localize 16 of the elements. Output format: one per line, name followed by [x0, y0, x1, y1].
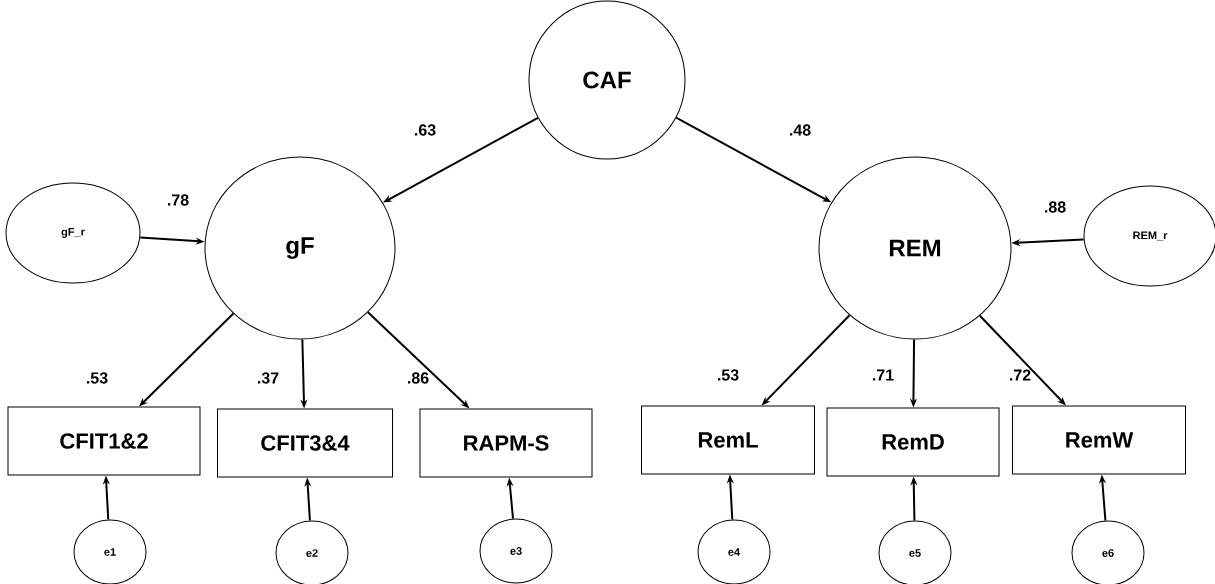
edge-label: .72: [1009, 369, 1031, 381]
indicator-box: RemL: [641, 405, 815, 475]
indicator-box: RAPM-S: [419, 408, 593, 478]
edge-label: .53: [717, 369, 739, 381]
edge-label: .78: [167, 194, 189, 206]
indicator-box: CFIT1&2: [7, 406, 201, 476]
edge-label: .63: [414, 124, 436, 136]
edge-label: .53: [86, 372, 108, 384]
indicator-box: CFIT3&4: [217, 408, 393, 478]
edge-label: .86: [407, 372, 429, 384]
edge-label: .37: [257, 372, 279, 384]
edge-label: .71: [872, 369, 894, 381]
edge-label: .88: [1044, 201, 1066, 213]
indicator-box: RemW: [1012, 405, 1186, 475]
edge-label: .48: [789, 124, 811, 136]
indicator-box: RemD: [826, 407, 1000, 477]
